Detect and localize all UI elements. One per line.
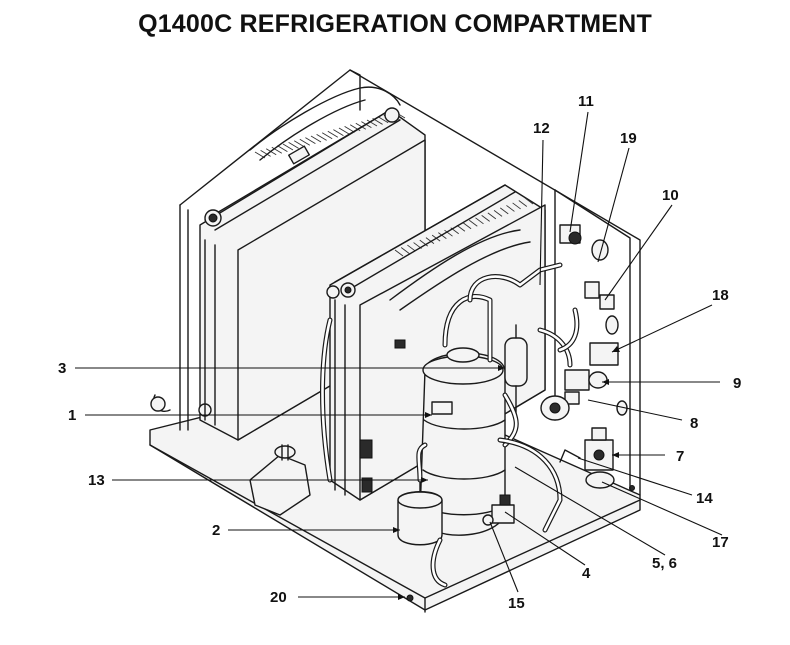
fan-motor bbox=[249, 444, 311, 516]
callout-labels: 3 1 13 2 20 12 11 19 10 18 9 8 7 14 17 5… bbox=[58, 93, 741, 612]
coil-fin bbox=[400, 247, 410, 254]
callout-11: 11 bbox=[578, 93, 594, 110]
coil-fin bbox=[475, 217, 484, 225]
callout-3: 3 bbox=[58, 360, 66, 377]
coil-fin bbox=[355, 122, 367, 130]
callout-9: 9 bbox=[733, 375, 741, 392]
mounting-bolt-icon bbox=[406, 594, 414, 602]
coil-fin bbox=[524, 197, 534, 205]
coil-fin bbox=[499, 207, 509, 215]
callout-14: 14 bbox=[696, 490, 713, 507]
callout-19: 19 bbox=[620, 130, 637, 147]
coil-fin bbox=[481, 214, 490, 222]
coil-fin bbox=[469, 219, 478, 227]
filter-drier bbox=[397, 479, 443, 546]
callout-13: 13 bbox=[88, 472, 105, 489]
coil-fin bbox=[293, 140, 305, 148]
coil-fin bbox=[512, 202, 521, 210]
coil-fin bbox=[260, 150, 271, 157]
coil-fin bbox=[438, 232, 447, 240]
callout-7: 7 bbox=[676, 448, 684, 465]
coil-fin bbox=[518, 200, 528, 207]
coil-fin bbox=[299, 138, 311, 146]
callout-17: 17 bbox=[712, 534, 729, 551]
callout-5-6: 5, 6 bbox=[652, 555, 677, 572]
coil-fin bbox=[310, 135, 322, 143]
coil-fin bbox=[425, 237, 435, 244]
callout-4: 4 bbox=[582, 565, 591, 582]
coil-fin bbox=[462, 222, 472, 230]
coil-fin bbox=[333, 129, 344, 136]
coil-fin bbox=[506, 205, 515, 212]
coil-fin bbox=[407, 244, 416, 252]
coil-fin bbox=[349, 124, 361, 132]
coil-fin bbox=[487, 212, 497, 220]
callout-2: 2 bbox=[212, 522, 220, 539]
coil-fin bbox=[271, 146, 283, 154]
control-valves bbox=[540, 224, 628, 421]
coil-fin bbox=[327, 130, 339, 138]
coil-fin bbox=[288, 142, 299, 149]
coil-fin bbox=[282, 143, 294, 151]
callout-1: 1 bbox=[68, 407, 76, 424]
compressor bbox=[419, 347, 506, 536]
leader-lines bbox=[75, 111, 723, 600]
coil-fin bbox=[419, 239, 429, 247]
coil-fin bbox=[377, 116, 389, 124]
coil-fin bbox=[338, 127, 350, 135]
callout-18: 18 bbox=[712, 287, 729, 304]
coil-fin bbox=[444, 229, 453, 237]
diagram-title: Q1400C REFRIGERATION COMPARTMENT bbox=[138, 10, 652, 38]
coil-fin bbox=[316, 134, 327, 141]
coil-fin bbox=[493, 210, 503, 217]
refrigerant-tubing bbox=[320, 262, 580, 588]
coil-fin bbox=[366, 119, 378, 127]
callout-10: 10 bbox=[662, 187, 679, 204]
callout-8: 8 bbox=[690, 415, 698, 432]
coil-fin bbox=[277, 145, 288, 152]
callout-15: 15 bbox=[508, 595, 525, 612]
callout-12: 12 bbox=[533, 120, 550, 137]
callout-20: 20 bbox=[270, 589, 287, 606]
coil-fin bbox=[305, 137, 316, 144]
accumulator bbox=[504, 324, 528, 421]
coil-fin bbox=[321, 132, 333, 140]
coil-fin bbox=[456, 224, 466, 232]
coil-fin bbox=[394, 249, 404, 257]
